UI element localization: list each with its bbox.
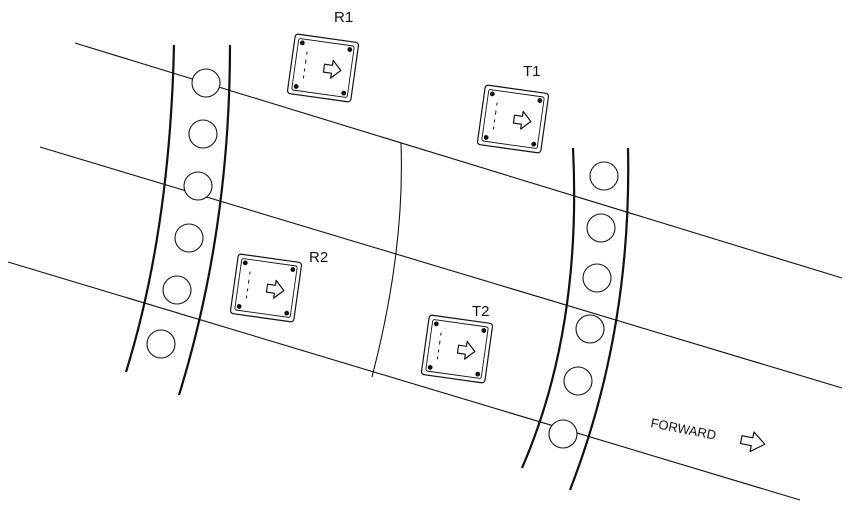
label-r2: R2: [309, 249, 328, 266]
label-t1: T1: [523, 63, 541, 80]
right-hole-1: [590, 162, 618, 190]
left-hole-1: [192, 69, 220, 97]
sensor-t2: [421, 315, 493, 383]
right-hole-4: [576, 315, 604, 343]
label-r1: R1: [334, 9, 353, 26]
left-rail-inner: [179, 45, 230, 395]
forward-indicator: FORWARD: [649, 412, 767, 454]
left-hole-4: [175, 224, 203, 252]
right-hole-2: [587, 214, 615, 242]
left-hole-3: [184, 172, 212, 200]
forward-arrow-icon: [739, 430, 766, 454]
left-perforated-rail: [126, 45, 230, 395]
sensor-r2: [230, 254, 302, 322]
left-hole-6: [147, 330, 175, 358]
frame-divider: [372, 143, 401, 377]
forward-label: FORWARD: [649, 415, 717, 442]
label-t2: T2: [472, 303, 490, 320]
strip-line-3: [8, 262, 800, 500]
left-rail-outer: [126, 45, 174, 372]
sensor-r1: [287, 34, 359, 102]
right-hole-3: [583, 264, 611, 292]
left-hole-2: [189, 120, 217, 148]
strip-lines: [8, 43, 842, 500]
right-hole-5: [564, 367, 592, 395]
right-hole-6: [549, 420, 577, 448]
left-hole-5: [163, 276, 191, 304]
sensor-t1: [477, 85, 549, 153]
